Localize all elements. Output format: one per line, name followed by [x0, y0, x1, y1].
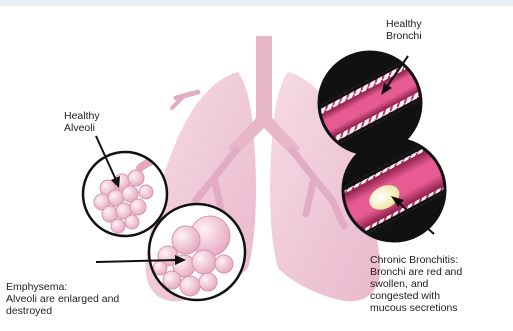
- label-healthy-alveoli: Healthy Alveoli: [64, 110, 100, 134]
- label-line: Healthy: [386, 18, 422, 30]
- label-line: swollen, and: [370, 278, 462, 290]
- label-line: Bronchi: [386, 30, 422, 42]
- label-line: Chronic Bronchitis:: [370, 254, 462, 266]
- label-emphysema: Emphysema: Alveoli are enlarged and dest…: [6, 281, 119, 317]
- label-line: Alveoli are enlarged and: [6, 293, 119, 305]
- label-chronic-bronchitis: Chronic Bronchitis: Bronchi are red and …: [370, 254, 462, 314]
- label-line: congested with: [370, 290, 462, 302]
- top-border: [0, 0, 513, 6]
- label-line: mucous secretions: [370, 302, 462, 314]
- label-line: Alveoli: [64, 122, 100, 134]
- label-line: Bronchi are red and: [370, 266, 462, 278]
- label-line: Emphysema:: [6, 281, 119, 293]
- label-healthy-bronchi: Healthy Bronchi: [386, 18, 422, 42]
- label-line: destroyed: [6, 305, 119, 317]
- emphysema-magnifier: [149, 204, 245, 300]
- label-line: Healthy: [64, 110, 100, 122]
